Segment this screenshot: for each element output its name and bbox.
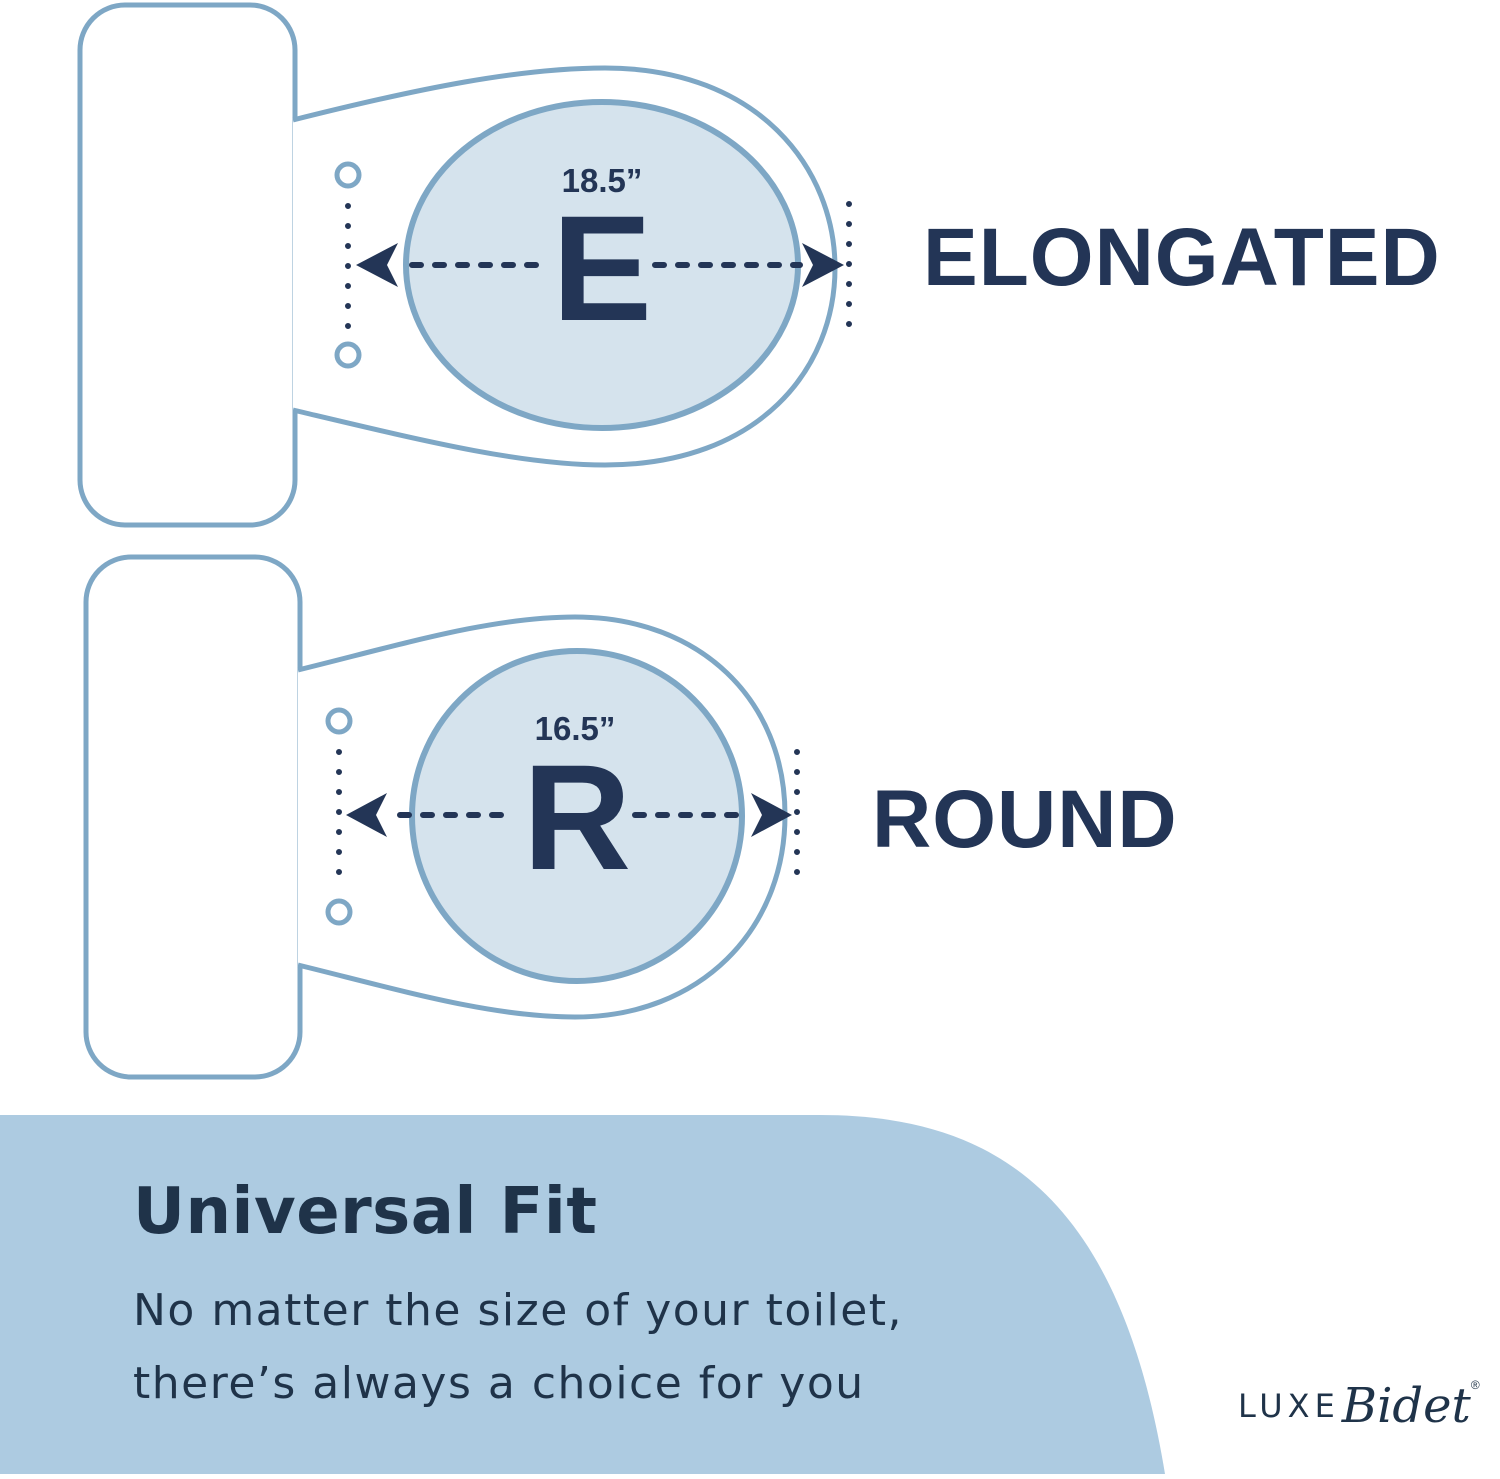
- elongated-toilet-illustration: [77, 2, 852, 528]
- elongated-tank: [77, 2, 298, 528]
- brand-logo-registered-mark: ®: [1470, 1378, 1480, 1392]
- elongated-hinge-top: [334, 161, 362, 189]
- round-hinge-top: [325, 707, 353, 735]
- elongated-dimension-label: 18.5”: [561, 162, 643, 199]
- elongated-letter: E: [551, 184, 653, 352]
- brand-logo-bidet: Bidet: [1341, 1378, 1471, 1434]
- banner-text-line-1: No matter the size of your toilet,: [133, 1285, 904, 1336]
- round-toilet-illustration: [83, 554, 800, 1080]
- banner-text-line-2: there’s always a choice for you: [133, 1358, 865, 1409]
- round-arrow-left: [346, 793, 387, 837]
- elongated-arrow-right: [802, 243, 844, 287]
- round-dimension-label: 16.5”: [534, 710, 616, 747]
- round-hinge-bottom: [325, 898, 353, 926]
- info-banner-background: [0, 1115, 1165, 1474]
- round-label: ROUND: [872, 774, 1178, 865]
- round-arrow-right: [751, 793, 792, 837]
- brand-logo: LUXEBidet®: [1238, 1378, 1480, 1434]
- elongated-arrow-left: [356, 243, 398, 287]
- elongated-label: ELONGATED: [923, 212, 1441, 303]
- elongated-hinge-bottom: [334, 341, 362, 369]
- round-letter: R: [522, 733, 632, 901]
- banner-title: Universal Fit: [133, 1175, 598, 1249]
- round-seat-opening: [409, 648, 745, 984]
- round-tank: [83, 554, 303, 1080]
- brand-logo-luxe: LUXE: [1238, 1387, 1340, 1425]
